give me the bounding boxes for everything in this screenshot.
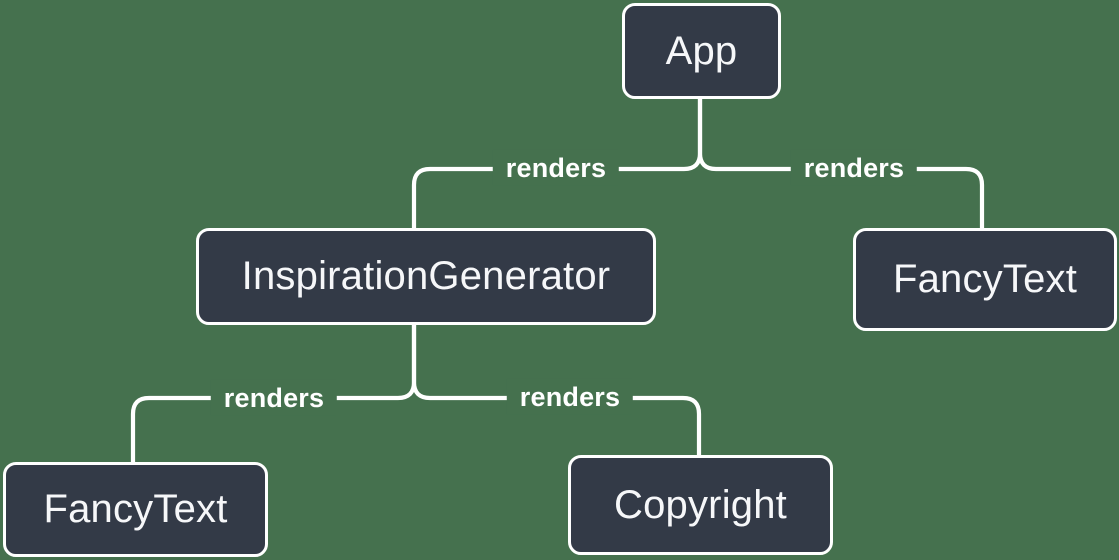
node-fancy-text-left: FancyText [3, 462, 268, 557]
edge-label-renders-app-inspiration: renders [492, 149, 620, 187]
edge-label-renders-app-fancy-text: renders [790, 149, 918, 187]
node-inspiration-generator: InspirationGenerator [196, 228, 656, 325]
node-fancy-text-right-label: FancyText [892, 257, 1078, 301]
edge-label-renders-inspiration-fancy-text: renders [210, 379, 338, 417]
node-app: App [622, 3, 781, 99]
node-app-label: App [665, 28, 738, 73]
node-inspiration-generator-label: InspirationGenerator [241, 254, 611, 298]
node-copyright-label: Copyright [614, 482, 787, 527]
node-fancy-text-right: FancyText [853, 228, 1117, 331]
node-copyright: Copyright [568, 455, 833, 555]
edge-label-renders-inspiration-copyright: renders [506, 378, 634, 416]
node-fancy-text-left-label: FancyText [43, 487, 228, 531]
